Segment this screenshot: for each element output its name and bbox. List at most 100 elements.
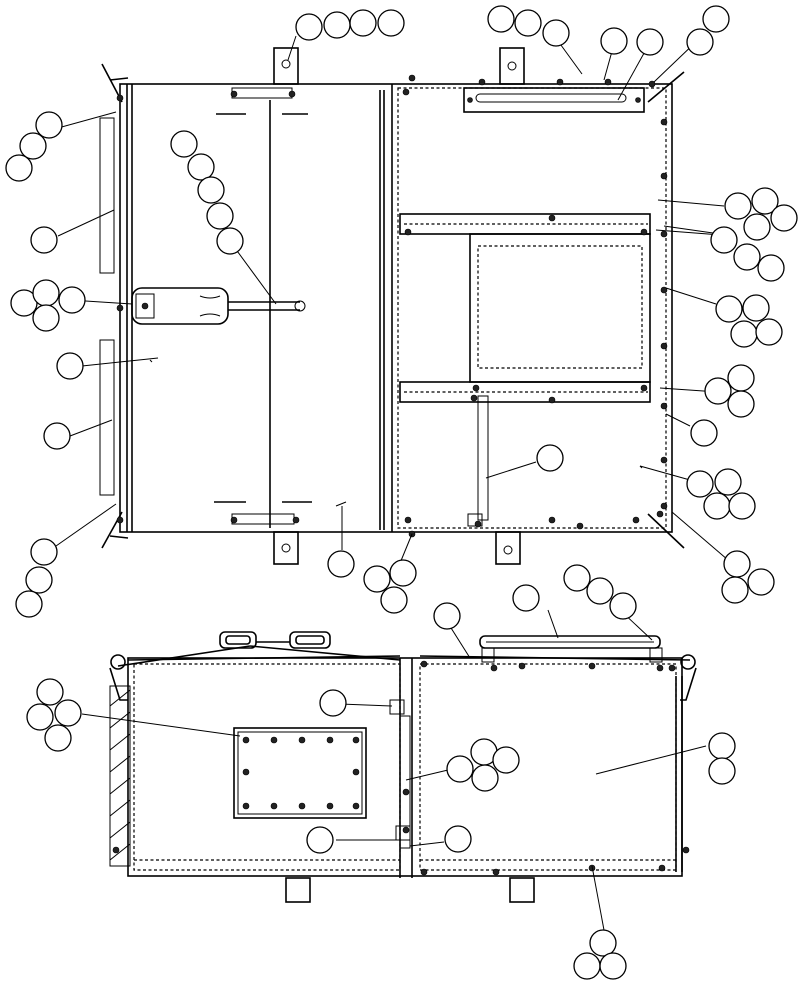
callout-bubble: [471, 764, 499, 792]
top-handle-bar: [463, 87, 645, 113]
callout-bubble: [586, 577, 614, 605]
callout-bubble: [714, 468, 742, 496]
callout-bubble: [35, 111, 63, 139]
callout-bubble: [43, 422, 71, 450]
callout-bubble: [433, 602, 461, 630]
callout-bubble: [512, 584, 540, 612]
callout-bubble: [589, 929, 617, 957]
callout-bubble: [636, 28, 664, 56]
callout-bubble: [514, 9, 542, 37]
callout-bubble: [757, 254, 785, 282]
callout-bubble: [389, 559, 417, 587]
latch-cylinder: [131, 287, 229, 325]
callout-bubble: [733, 243, 761, 271]
mount-tab-bottom-right: [495, 531, 521, 565]
callout-bubble: [702, 5, 730, 33]
callout-bubble: [36, 678, 64, 706]
callout-bubble: [704, 377, 732, 405]
callout-bubble: [492, 746, 520, 774]
access-cover: [233, 727, 367, 819]
callout-bubble: [751, 187, 779, 215]
callout-bubble: [58, 286, 86, 314]
right-panel-dashed-outline: [397, 87, 667, 529]
mount-tab-top-right: [499, 47, 525, 85]
callout-bubble: [216, 227, 244, 255]
callout-bubble: [727, 390, 755, 418]
callout-bubble: [573, 952, 601, 980]
side-view: [109, 631, 697, 903]
left-side-plate-lower: [99, 339, 115, 496]
mount-tab-bottom-left: [273, 531, 299, 565]
callout-bubble: [715, 295, 743, 323]
callout-bubble: [747, 568, 775, 596]
callout-bubble: [32, 304, 60, 332]
callout-bubble: [44, 724, 72, 752]
callout-bubble: [32, 279, 60, 307]
callout-bubble: [730, 320, 758, 348]
callout-bubble: [755, 318, 783, 346]
callout-bubble: [563, 564, 591, 592]
callout-bubble: [727, 364, 755, 392]
leader-lines: [55, 29, 735, 931]
callout-bubble: [703, 492, 731, 520]
top-frame-outline: [119, 83, 673, 533]
callout-bubble: [723, 550, 751, 578]
callout-bubble: [197, 176, 225, 204]
callout-bubble: [187, 153, 215, 181]
callout-bubble: [770, 204, 798, 232]
callout-bubble: [724, 192, 752, 220]
callout-bubble: [30, 538, 58, 566]
callout-bubble: [743, 213, 771, 241]
callout-bubble: [721, 576, 749, 604]
top-view-bolts: [116, 74, 668, 538]
callout-bubble: [609, 592, 637, 620]
side-handle-rod: [479, 635, 661, 649]
callout-bubble: [690, 419, 718, 447]
callout-bubble: [306, 826, 334, 854]
mount-tab-top-left: [273, 47, 299, 85]
callout-bubble: [377, 9, 405, 37]
callout-bubble: [487, 5, 515, 33]
side-view-bolts: [112, 660, 690, 876]
callout-bubble: [600, 27, 628, 55]
callout-bubble: [327, 550, 355, 578]
callout-bubble: [742, 294, 770, 322]
callout-bubble: [319, 689, 347, 717]
callout-bubble: [15, 590, 43, 618]
callout-bubble: [708, 757, 736, 785]
side-frame-outline: [127, 657, 683, 877]
callout-bubble: [323, 11, 351, 39]
callout-bubble: [536, 444, 564, 472]
callout-bubble: [446, 755, 474, 783]
inspection-window: [469, 233, 651, 383]
callout-bubble: [19, 132, 47, 160]
wall-hatching: [109, 689, 131, 861]
hatched-wall: [109, 685, 131, 867]
callout-bubble: [708, 732, 736, 760]
callout-bubble: [444, 825, 472, 853]
callout-bubble: [728, 492, 756, 520]
callout-bubble: [349, 9, 377, 37]
callout-bubble: [686, 28, 714, 56]
callout-bubble: [56, 352, 84, 380]
callout-bubble: [54, 699, 82, 727]
top-view: [99, 47, 685, 565]
callout-bubble: [26, 703, 54, 731]
callout-bubble: [599, 952, 627, 980]
callout-bubble: [30, 226, 58, 254]
callout-bubble: [206, 202, 234, 230]
callout-bubble: [170, 130, 198, 158]
callout-bubble: [295, 13, 323, 41]
callout-bubbles: [5, 5, 798, 980]
callout-bubble: [5, 154, 33, 182]
left-side-plate-upper: [99, 117, 115, 274]
access-cover-bolts: [242, 736, 360, 810]
callout-bubble: [25, 566, 53, 594]
callout-bubble: [542, 19, 570, 47]
callout-bubble: [710, 226, 738, 254]
callout-bubble: [686, 470, 714, 498]
callout-bubble: [363, 565, 391, 593]
callout-bubble: [380, 586, 408, 614]
